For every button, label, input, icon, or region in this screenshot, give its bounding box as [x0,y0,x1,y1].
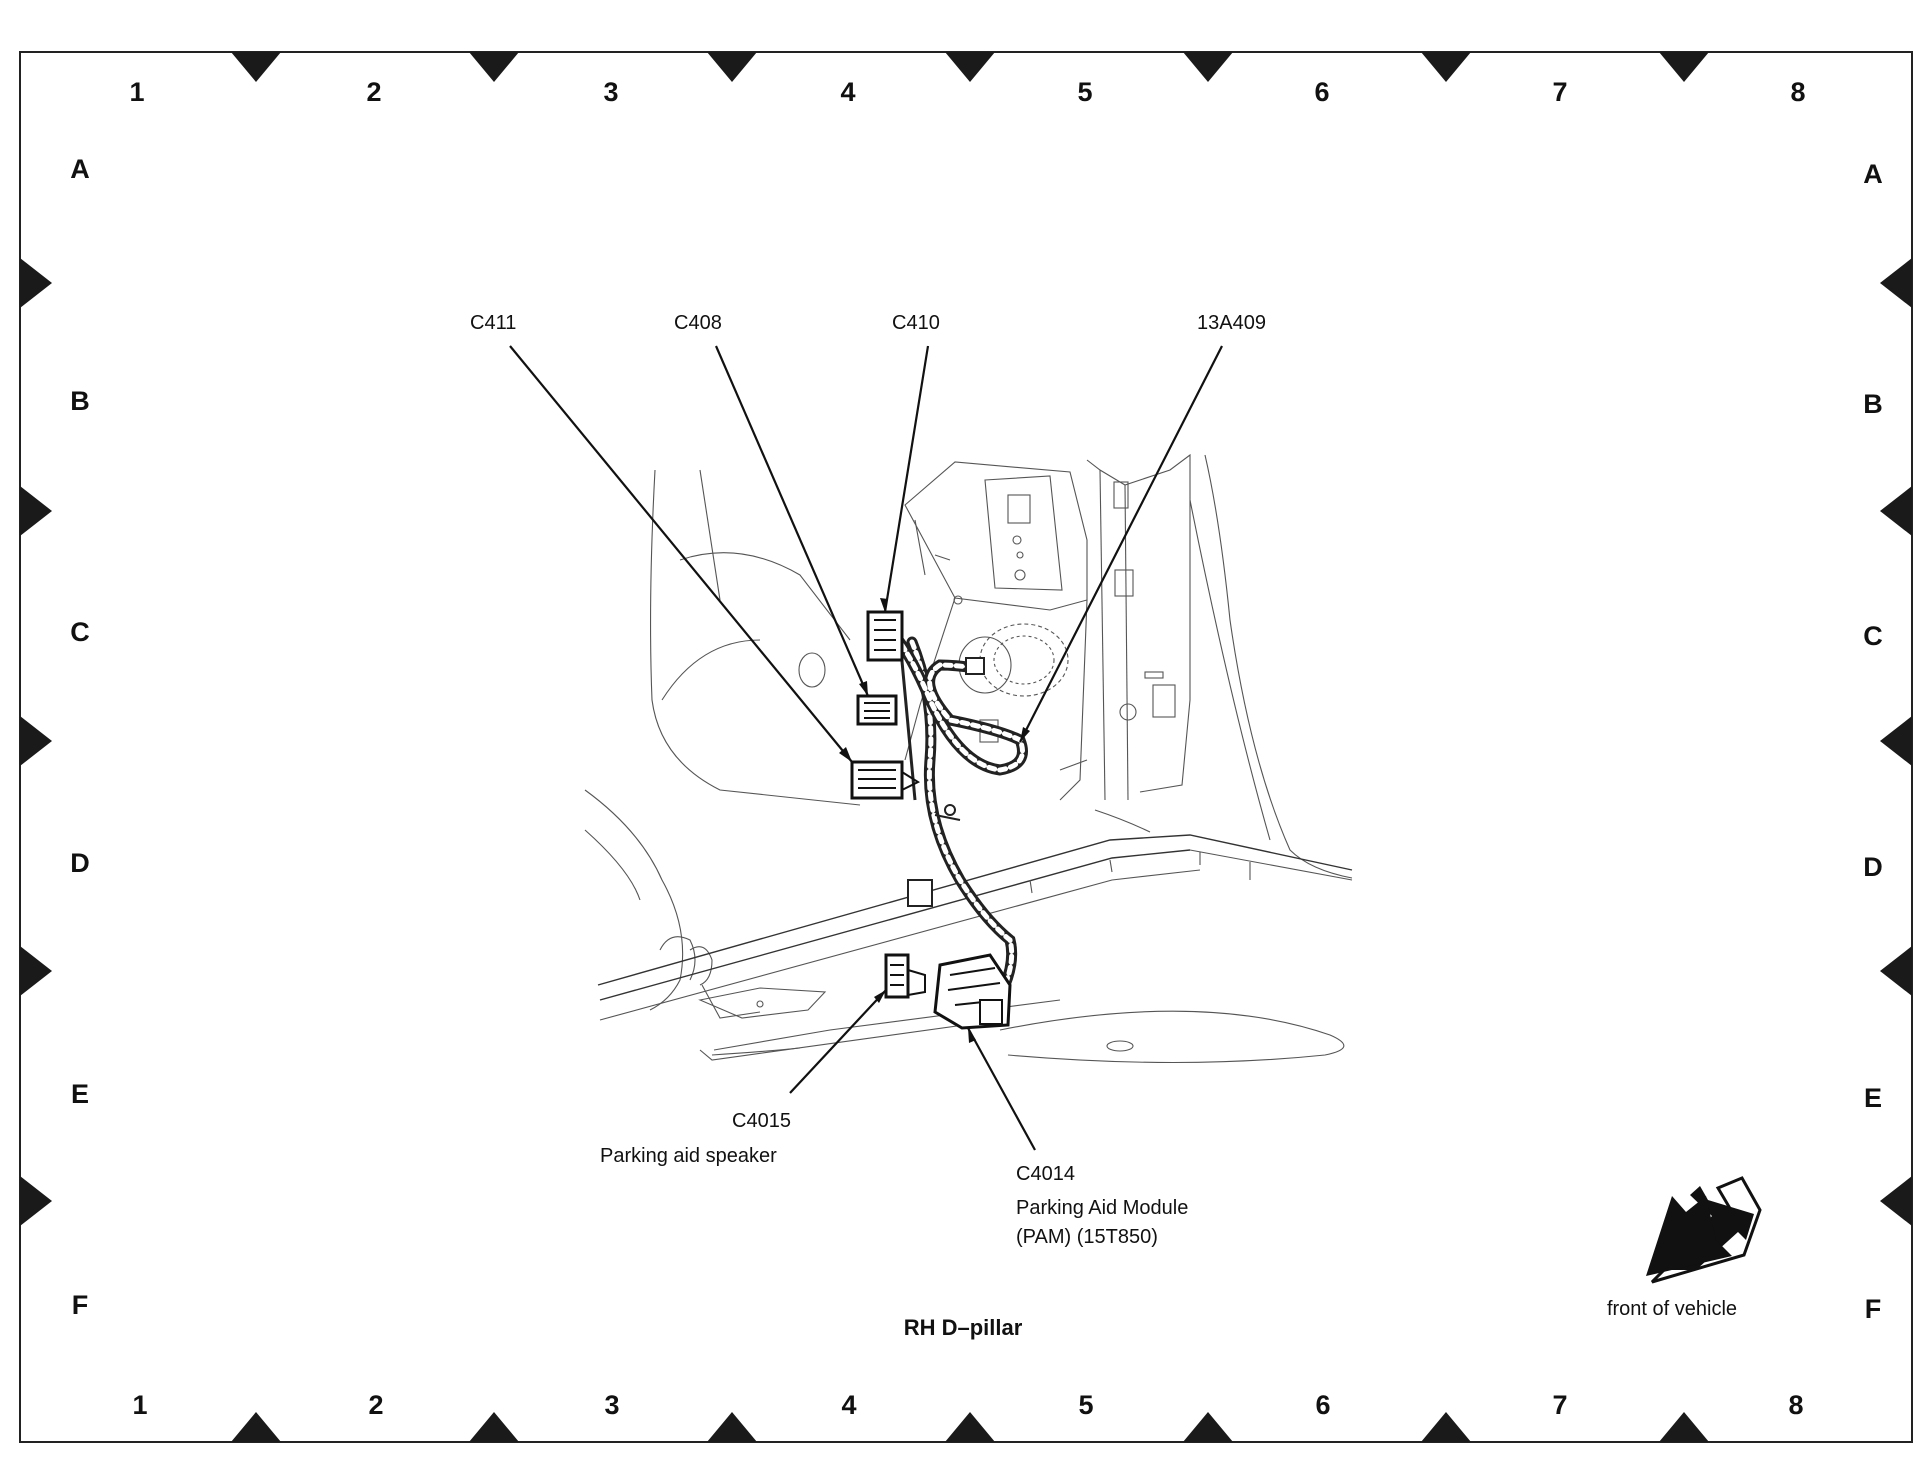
grid-column-label: 6 [1315,1390,1330,1420]
callout-c4015: C4015 [732,1110,791,1132]
grid-column-label: 5 [1077,77,1092,107]
grid-column-label: 6 [1314,77,1329,107]
grid-row-label: F [1865,1294,1882,1324]
grid-column-label: 8 [1788,1390,1803,1420]
callout-c4014: C4014 [1016,1163,1075,1185]
grid-columns-top: 1 2 3 4 5 6 7 8 [129,77,1805,107]
connector-c411-body [850,760,921,800]
grid-row-label: D [1863,852,1883,882]
parking-aid-speaker-connector-body [884,953,926,999]
grid-column-label: 1 [129,77,144,107]
grid-row-label: A [70,154,90,184]
grid-row-label: B [70,386,90,416]
grid-row-label: F [72,1290,89,1320]
direction-arrow-icon [1646,1176,1762,1284]
grid-column-label: 3 [603,77,618,107]
diagram-title: RH D–pillar [904,1315,1023,1340]
grid-column-label: 5 [1078,1390,1093,1420]
grid-column-label: 4 [840,77,855,107]
grid-rows-right: A B C D E F [1863,159,1883,1324]
callout-leaders [509,345,1223,1151]
zone-markers [20,52,1912,1442]
grid-column-label: 7 [1552,1390,1567,1420]
grid-row-label: C [70,617,90,647]
grid-row-label: B [1863,389,1883,419]
grid-column-label: 8 [1790,77,1805,107]
callout-c410: C410 [892,312,940,334]
grid-column-label: 2 [366,77,381,107]
grid-rows-left: A B C D E F [70,154,90,1320]
grid-row-label: D [70,848,90,878]
callout-13a409: 13A409 [1197,312,1266,334]
front-of-vehicle-label: front of vehicle [1607,1298,1737,1320]
grid-row-label: E [71,1079,89,1109]
parking-aid-module-body [933,953,1012,1030]
callout-c411: C411 [470,312,516,334]
callout-c4014-description-line2: (PAM) (15T850) [1016,1226,1158,1248]
wiring-harness-13a409 [874,614,1028,991]
grid-row-label: C [1863,621,1883,651]
callout-c4015-description: Parking aid speaker [600,1145,777,1167]
connector-c410-body [866,610,904,662]
grid-column-label: 1 [132,1390,147,1420]
grid-column-label: 4 [841,1390,856,1420]
grid-column-label: 3 [604,1390,619,1420]
callout-c408: C408 [674,312,722,334]
grid-column-label: 2 [368,1390,383,1420]
grid-columns-bottom: 1 2 3 4 5 6 7 8 [132,1390,1803,1420]
callout-c4014-description-line1: Parking Aid Module [1016,1197,1188,1219]
connector-c408-body [856,694,898,726]
grid-row-label: E [1864,1083,1882,1113]
grid-column-label: 7 [1552,77,1567,107]
grid-row-label: A [1863,159,1883,189]
